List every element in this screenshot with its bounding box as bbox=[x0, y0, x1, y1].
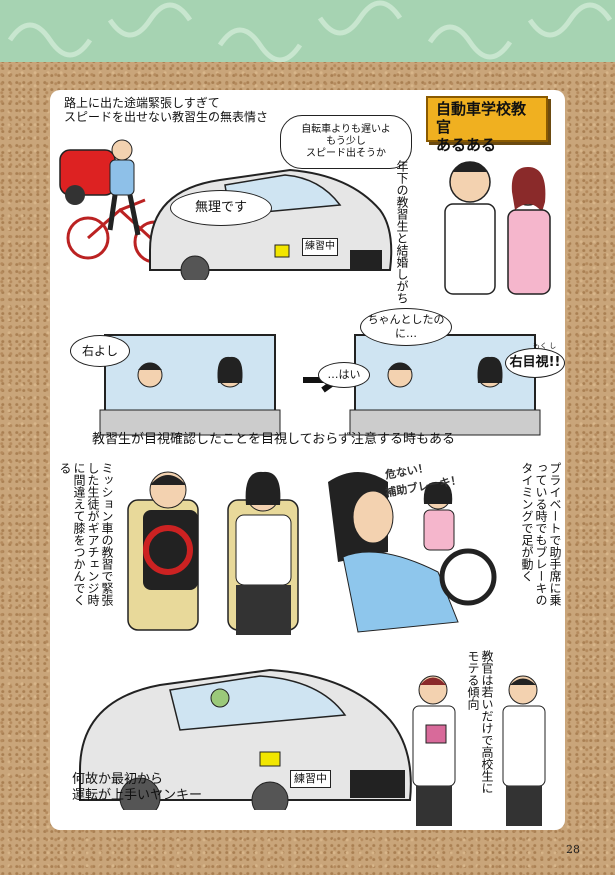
front-grille bbox=[350, 250, 382, 270]
reply-bubble: …はい bbox=[318, 362, 370, 388]
bubble-line-3: スピード出そうか bbox=[305, 148, 386, 159]
panel3-illustration bbox=[99, 334, 541, 436]
student-speech-bubble: 無理です bbox=[170, 190, 272, 226]
panel7-illustration bbox=[412, 675, 546, 826]
panel6-license-plate: 練習中 bbox=[290, 770, 331, 788]
panel1-caption-line2: スピードを出せない教習生の無表情さ bbox=[64, 110, 269, 124]
panel3-caption: 教習生が目視確認したことを目視しておらず注意する時もある bbox=[92, 432, 455, 447]
thought-bubble: ちゃんとしたのに… bbox=[360, 308, 452, 346]
right-speech-bubble: 右目視!! bbox=[505, 348, 565, 378]
panel5-caption: プライベートで助手席に乗っている時でもブレーキのタイミングで足が動く bbox=[520, 462, 562, 606]
title-line-2: あるある bbox=[436, 137, 497, 154]
panel4-caption: ミッション車の教習で緊張した生徒がギアチェンジ時に間違えて膝をつかんでくる bbox=[58, 462, 114, 606]
manga-page: 自動車学校教官 あるある 路上に出た途端緊張しすぎて スピードを出せない教習生の… bbox=[50, 90, 565, 830]
panel7-caption: 教官は若いだけで高校生にモテる傾向 bbox=[466, 650, 494, 794]
cyclist-head bbox=[111, 139, 133, 161]
page-title: 自動車学校教官 あるある bbox=[426, 96, 548, 154]
headlight bbox=[274, 244, 290, 258]
bubble-line-2: もう少し bbox=[326, 136, 366, 147]
panel4-illustration bbox=[127, 471, 299, 635]
wife-dress bbox=[507, 209, 551, 295]
steering-wheel bbox=[439, 548, 497, 606]
instructor-shirt bbox=[444, 203, 496, 295]
cyclist-body bbox=[109, 159, 135, 196]
yankee-head bbox=[210, 688, 230, 708]
panel6-caption-line1: 何故か最初から bbox=[72, 772, 164, 787]
swirl-pattern bbox=[7, 0, 613, 62]
left-speech-bubble: 右よし bbox=[70, 335, 130, 367]
windshield-left bbox=[99, 334, 281, 436]
white-car-wheel bbox=[180, 255, 210, 280]
bicycle-wheel-rear bbox=[66, 216, 110, 260]
title-line-1: 自動車学校教官 bbox=[436, 101, 527, 136]
ruby-text: もく し bbox=[533, 342, 557, 350]
panel6-caption-line2: 運転が上手いヤンキー bbox=[72, 788, 203, 803]
windshield-right bbox=[349, 334, 541, 436]
red-car-wheel bbox=[65, 185, 85, 205]
steering-wheel bbox=[143, 525, 193, 575]
panel1-license-plate: 練習中 bbox=[302, 238, 338, 256]
panel6-illustration bbox=[79, 668, 412, 810]
panel1-caption-line1: 路上に出た途端緊張しすぎて bbox=[64, 96, 220, 110]
bubble-line-1: 自転車よりも遅いよ bbox=[301, 124, 391, 135]
page-number: 28 bbox=[566, 843, 580, 856]
wife-hair bbox=[511, 167, 546, 212]
instructor-speech-bubble: 自転車よりも遅いよ もう少し スピード出そうか bbox=[280, 115, 412, 169]
decorative-header-band bbox=[0, 0, 615, 62]
headlight bbox=[259, 751, 281, 767]
gift-box-icon bbox=[425, 724, 447, 744]
panel2-illustration bbox=[444, 161, 551, 295]
panel5-illustration bbox=[328, 472, 497, 633]
panel2-caption: 年下の教習生と結婚しがち bbox=[395, 160, 409, 304]
